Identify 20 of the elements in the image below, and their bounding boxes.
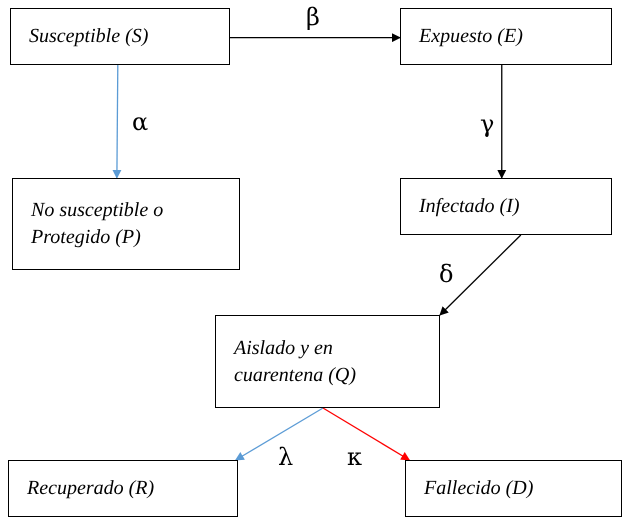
node-label: Infectado (I) (419, 194, 520, 219)
arrow (497, 65, 506, 179)
process-box (400, 178, 612, 235)
process-box (400, 8, 612, 65)
arrow (322, 407, 410, 461)
arrow (234, 407, 324, 461)
process-box (12, 178, 240, 270)
process-box (405, 460, 622, 517)
arrow (439, 234, 522, 316)
arrow (112, 65, 122, 179)
node-label: Fallecido (D) (424, 476, 534, 501)
node-label: No susceptible o Protegido (P) (31, 198, 164, 250)
process-box (10, 8, 230, 65)
node-label: Recuperado (R) (27, 476, 154, 501)
process-box (8, 460, 238, 517)
node-label: Susceptible (S) (29, 24, 148, 49)
process-box (215, 315, 440, 408)
node-label: Expuesto (E) (419, 24, 523, 49)
arrow (230, 33, 401, 42)
node-label: Aislado y en cuarentena (Q) (234, 336, 357, 388)
